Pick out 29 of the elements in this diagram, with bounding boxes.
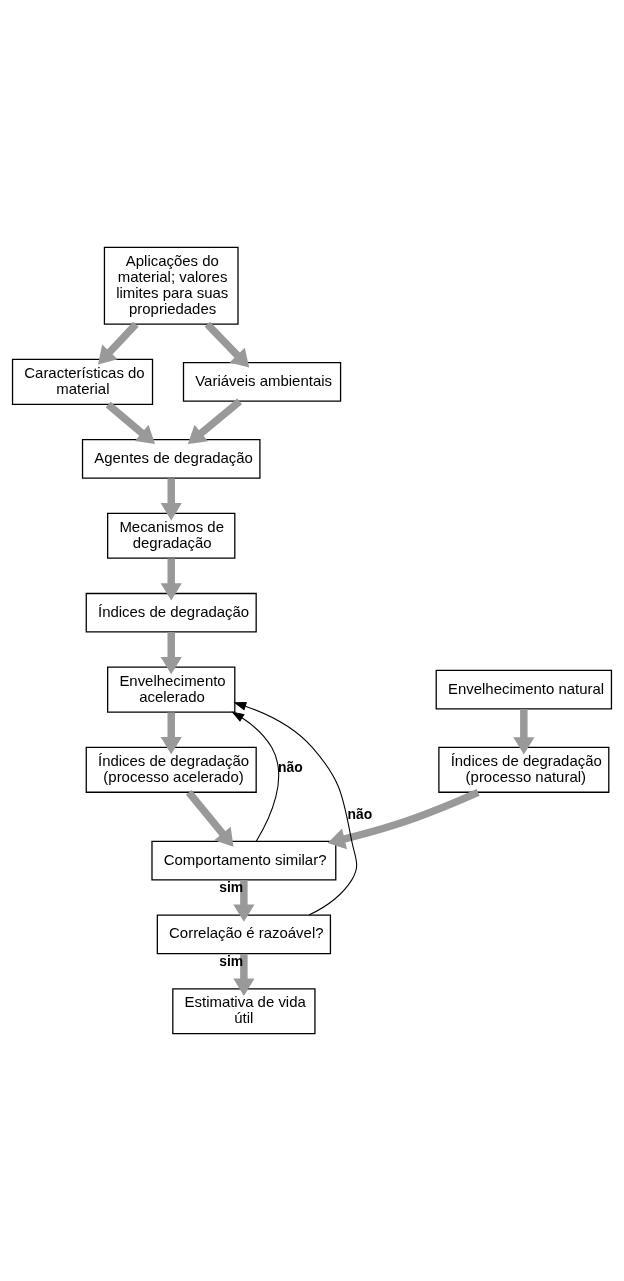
edge-label: sim bbox=[219, 879, 244, 896]
arrow bbox=[105, 401, 155, 445]
node-box: Mecanismos de degradação bbox=[107, 512, 236, 559]
node-box: Características do material bbox=[11, 358, 154, 405]
arrow bbox=[231, 711, 280, 842]
node-box: Envelhecimento natural bbox=[435, 669, 613, 710]
edge-label: sim bbox=[219, 953, 244, 970]
node-box: Aplicações do material; valores limites para suas propriedades bbox=[103, 246, 239, 325]
edge-label: não bbox=[278, 759, 303, 776]
arrow bbox=[233, 701, 358, 916]
arrow bbox=[513, 709, 535, 755]
node-box: Variáveis ambientais bbox=[182, 362, 342, 402]
node-box: Comportamento similar? bbox=[151, 840, 337, 881]
arrow bbox=[185, 789, 234, 847]
arrow bbox=[187, 398, 242, 445]
node-box: Agentes de degradação bbox=[81, 438, 261, 479]
node-box: Índices de degradação (processo natural) bbox=[438, 746, 610, 793]
node-box: Índices de degradação (processo acelerado) bbox=[85, 746, 257, 793]
arrow bbox=[160, 632, 182, 675]
node-box: Envelhecimento acelerado bbox=[107, 666, 236, 713]
edge-label: não bbox=[347, 806, 373, 823]
node-box: Correlação é razoável? bbox=[156, 914, 332, 955]
node-box: Índices de degradação bbox=[85, 592, 257, 633]
arrow bbox=[204, 321, 250, 368]
arrow bbox=[327, 788, 480, 850]
arrow bbox=[98, 321, 139, 365]
arrow bbox=[233, 880, 255, 922]
arrow bbox=[233, 953, 255, 996]
node-box: Estimativa de vida útil bbox=[172, 988, 316, 1035]
